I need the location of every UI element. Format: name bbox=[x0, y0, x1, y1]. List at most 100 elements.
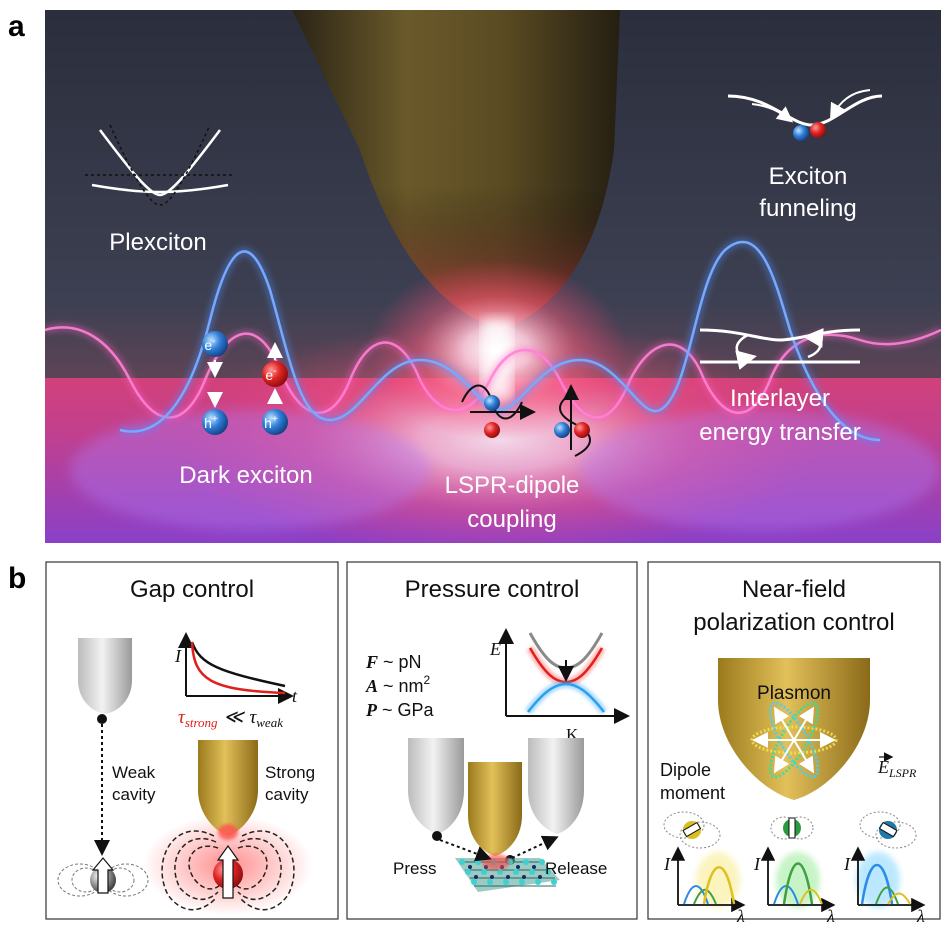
floor-haze-right bbox=[580, 410, 940, 530]
dipole-green bbox=[770, 816, 814, 840]
spectrum-green-xlabel: λ bbox=[826, 906, 835, 926]
interlayer-arrow-right bbox=[803, 328, 824, 359]
plexciton-upper-branch bbox=[99, 129, 221, 197]
gap-strong-decay bbox=[190, 641, 286, 695]
pressure-force: F ~ pN bbox=[365, 652, 422, 672]
gap-control-panel: Gap control I t τstrong≪τweak Weak cavit… bbox=[45, 561, 339, 920]
lspr-dipole-diagram: LSPR-dipole coupling bbox=[445, 384, 591, 533]
lspr-hole-ball-2 bbox=[554, 422, 570, 438]
lspr-hole-ball-1 bbox=[484, 395, 500, 411]
release-path bbox=[511, 835, 559, 859]
lspr-label-2: coupling bbox=[467, 506, 556, 533]
gap-tau-relation: τstrong≪τweak bbox=[178, 707, 283, 730]
lspr-label-1: LSPR-dipole bbox=[445, 472, 580, 499]
gap-plot-xlabel: t bbox=[292, 686, 298, 706]
gap-plot-ylabel: I bbox=[174, 646, 182, 666]
nearfield-gold-tip bbox=[718, 658, 870, 800]
electron-ball-right bbox=[262, 361, 288, 387]
gap-weak-decay bbox=[190, 641, 286, 688]
nearfield-control-panel: Near-field polarization control Plasmon … bbox=[647, 561, 941, 926]
exciton-funneling-label-2: funneling bbox=[759, 195, 856, 222]
pressure-control-panel: Pressure control F ~ pN A ~ nm2 P ~ GPa … bbox=[346, 561, 638, 920]
plexciton-label: Plexciton bbox=[109, 229, 206, 256]
gap-gold-tip bbox=[198, 740, 258, 836]
plasmon-label: Plasmon bbox=[757, 683, 831, 704]
pressure-pressure: P ~ GPa bbox=[365, 700, 435, 720]
spectrum-green-ylabel: I bbox=[753, 854, 761, 874]
lspr-electron-ball-2 bbox=[574, 422, 590, 438]
pressure-area: A ~ nm2 bbox=[365, 673, 431, 696]
strong-cavity-label-2: cavity bbox=[265, 785, 309, 804]
dipole-moment-label-2: moment bbox=[660, 783, 725, 803]
hole-label-right: h+ bbox=[264, 414, 278, 431]
hole-ball-right bbox=[262, 409, 288, 435]
nearfield-control-title-1: Near-field bbox=[742, 576, 846, 603]
pressure-lattice bbox=[455, 858, 560, 892]
spectrum-yellow-xlabel: λ bbox=[736, 906, 745, 926]
hole-label-left: h+ bbox=[204, 414, 218, 431]
lspr-wave-vertical bbox=[559, 391, 591, 457]
dipole-moment-label-1: Dipole bbox=[660, 760, 711, 780]
spectrum-yellow: I λ bbox=[663, 846, 746, 926]
plexciton-diagram: Plexciton bbox=[85, 124, 233, 256]
spectrum-yellow-ylabel: I bbox=[663, 854, 671, 874]
pressure-tip-left bbox=[408, 738, 464, 834]
interlayer-diagram: Interlayer energy transfer bbox=[699, 328, 861, 446]
press-path bbox=[439, 839, 492, 862]
funnel-arrow-left bbox=[751, 103, 794, 123]
exciton-funneling-diagram: Exciton funneling bbox=[727, 89, 883, 222]
panel-b-letter: b bbox=[8, 562, 26, 595]
strong-dipole-arrow bbox=[216, 844, 240, 899]
interlayer-top-layer bbox=[699, 328, 861, 342]
dark-exciton-pair-right: e- h+ bbox=[262, 342, 288, 435]
press-label: Press bbox=[393, 859, 436, 878]
dark-exciton-diagram: e- h+ e- h+ Dark exciton bbox=[179, 331, 313, 489]
electron-label-right: e- bbox=[265, 366, 276, 383]
pressure-tip-center bbox=[468, 762, 522, 856]
interlayer-arrow-left bbox=[735, 333, 757, 370]
spectrum-blue: I λ bbox=[843, 846, 926, 926]
dark-exciton-pair-left: e- h+ bbox=[202, 331, 228, 435]
wave-pink-glow bbox=[45, 323, 941, 422]
weak-cavity-label-1: Weak bbox=[112, 763, 156, 782]
panel-a-letter: a bbox=[8, 10, 25, 43]
spectrum-blue-xlabel: λ bbox=[916, 906, 925, 926]
plexciton-lower-branch bbox=[91, 183, 229, 194]
pressure-plot-ylabel: E bbox=[489, 639, 501, 659]
lspr-electron-ball-1 bbox=[484, 422, 500, 438]
gap-silver-tip-apex-dot bbox=[97, 714, 107, 724]
weak-dipole-arrow bbox=[91, 857, 115, 894]
nearfield-field-arrows bbox=[752, 706, 836, 774]
dark-exciton-label: Dark exciton bbox=[179, 462, 312, 489]
pressure-control-title: Pressure control bbox=[405, 576, 580, 603]
floor-haze-left bbox=[70, 410, 430, 530]
spectrum-green: I λ bbox=[753, 846, 836, 926]
funnel-electron-ball bbox=[810, 122, 826, 138]
electron-label-left: e- bbox=[204, 336, 215, 353]
dipole-yellow bbox=[663, 811, 721, 849]
interlayer-label-2: energy transfer bbox=[699, 419, 860, 446]
pressure-band-lower bbox=[527, 682, 605, 713]
plexciton-uncoupled-parabola bbox=[109, 124, 211, 206]
large-tip-glow bbox=[292, 10, 620, 330]
nearfield-control-title-2: polarization control bbox=[693, 609, 894, 636]
release-label: Release bbox=[545, 859, 607, 878]
funnel-arrow-right bbox=[830, 89, 871, 120]
electron-ball-left bbox=[202, 331, 228, 357]
strong-dipole-field bbox=[161, 830, 295, 911]
e-lspr-label: ELSPR bbox=[877, 757, 917, 780]
pressure-tip-left-apex-dot bbox=[432, 831, 442, 841]
gap-gold-tip-hotspot bbox=[218, 824, 238, 840]
dipole-blue bbox=[859, 811, 917, 849]
strong-cavity-label-1: Strong bbox=[265, 763, 315, 782]
gap-control-title: Gap control bbox=[130, 576, 254, 603]
panel-a bbox=[45, 10, 941, 543]
gap-silver-tip bbox=[78, 638, 132, 714]
exciton-funneling-label-1: Exciton bbox=[769, 163, 848, 190]
pressure-tip-right bbox=[528, 738, 584, 834]
weak-cavity-label-2: cavity bbox=[112, 785, 156, 804]
wave-blue-glow bbox=[118, 237, 881, 445]
hole-ball-left bbox=[202, 409, 228, 435]
funnel-hole-ball bbox=[793, 125, 809, 141]
